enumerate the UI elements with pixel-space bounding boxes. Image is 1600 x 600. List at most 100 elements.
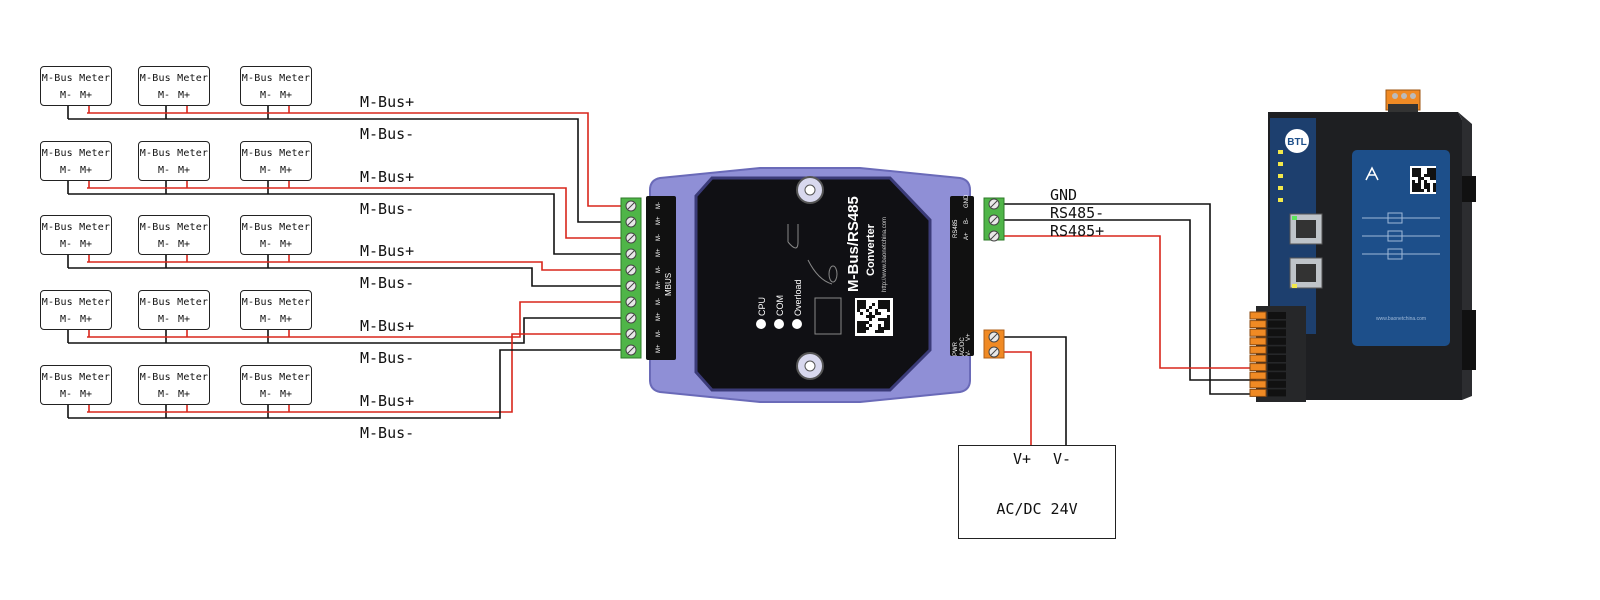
qr-module	[1415, 186, 1418, 189]
meter-minus-pin: M-	[59, 165, 72, 176]
mbus-terminal-label: M+	[656, 344, 662, 353]
qr-module	[1412, 180, 1415, 183]
qr-module	[1415, 189, 1418, 192]
mbus-plus-wire	[87, 187, 624, 239]
screw-slot	[990, 200, 998, 208]
meter-label: M-Bus Meter	[139, 73, 209, 84]
qr-module	[1427, 168, 1430, 171]
mbus-terminal-label: M+	[656, 248, 662, 257]
mbus-plus-label: M-Bus+	[360, 242, 415, 260]
qr-module	[1412, 168, 1415, 171]
mbus-rs485-converter: M-Bus/RS485 Converter http://www.baonetc…	[620, 167, 1005, 403]
gateway-terminal	[1249, 354, 1267, 363]
mbus-terminal-label: M+	[656, 280, 662, 289]
meter-label: M-Bus Meter	[139, 222, 209, 233]
meter-minus-pin: M-	[259, 90, 272, 101]
psu-plus-wire	[1004, 351, 1032, 447]
meter-pins: M-M+	[139, 90, 209, 101]
qr-module	[878, 330, 881, 333]
mbus-minus-label: M-Bus-	[360, 349, 415, 367]
overload-led	[792, 319, 802, 329]
qr-module	[869, 318, 872, 321]
qr-module	[887, 300, 890, 303]
gnd-wire	[1004, 203, 1256, 395]
mbus-plus-wire	[87, 261, 624, 271]
screw-slot	[627, 346, 635, 354]
rs485-label: RS485	[953, 219, 959, 238]
converter-url: http://www.baonetchina.com	[882, 217, 888, 292]
qr-module	[887, 327, 890, 330]
meter-plus-pin: M+	[80, 90, 93, 101]
ethernet-port-1-hole	[1296, 220, 1316, 238]
qr-module	[884, 327, 887, 330]
gateway-rail-clip-top	[1462, 176, 1476, 202]
screw-slot	[990, 232, 998, 240]
meter-label: M-Bus Meter	[241, 148, 311, 159]
qr-module	[863, 300, 866, 303]
meter-plus-pin: M+	[80, 314, 93, 325]
meter-minus-pin: M-	[157, 239, 170, 250]
screw-slot	[627, 234, 635, 242]
gateway-terminal-slot	[1268, 312, 1286, 319]
gateway-terminal-slot	[1268, 346, 1286, 354]
pwr-pin-label: V+	[966, 333, 972, 341]
qr-module	[1418, 180, 1421, 183]
qr-module	[1427, 174, 1430, 177]
status-led	[1278, 174, 1283, 178]
mbus-terminal-label: M+	[656, 312, 662, 321]
probe-icon	[787, 224, 833, 285]
qr-module	[887, 321, 890, 324]
meter-pins: M-M+	[41, 389, 111, 400]
qr-module	[881, 306, 884, 309]
meter-icon	[814, 297, 842, 335]
rs485-signal-label: GND	[1050, 186, 1078, 204]
qr-module	[869, 315, 872, 318]
mbus-minus-wire	[68, 267, 624, 287]
qr-module	[1415, 183, 1418, 186]
meter-pins: M-M+	[241, 314, 311, 325]
qr-module	[860, 330, 863, 333]
qr-module	[878, 312, 881, 315]
mbus-plus-wire	[87, 112, 624, 207]
rs485-signal-label: RS485+	[1050, 222, 1105, 240]
qr-module	[875, 312, 878, 315]
mbus-minus-label: M-Bus-	[360, 200, 415, 218]
qr-module	[1433, 171, 1436, 174]
meter-label: M-Bus Meter	[41, 372, 111, 383]
qr-module	[884, 318, 887, 321]
btl-logo	[1283, 127, 1311, 155]
mbus-minus-label: M-Bus-	[360, 424, 415, 442]
qr-module	[857, 303, 860, 306]
status-led	[1278, 162, 1283, 166]
pwr-label: PWR	[953, 341, 959, 356]
mbus-terminal-label: M+	[656, 216, 662, 225]
gateway-terminal	[1249, 311, 1267, 320]
qr-module	[1427, 171, 1430, 174]
meter-pins: M-M+	[241, 165, 311, 176]
screw-slot	[627, 202, 635, 210]
qr-module	[884, 324, 887, 327]
meter-label: M-Bus Meter	[139, 148, 209, 159]
mbus-plus-label: M-Bus+	[360, 392, 415, 410]
qr-module	[884, 300, 887, 303]
gateway-rail-clip-bottom	[1462, 310, 1476, 370]
meter-plus-pin: M+	[280, 314, 293, 325]
meter-pins: M- M+	[41, 165, 111, 176]
meter-plus-pin: M+	[80, 239, 93, 250]
qr-module	[866, 327, 869, 330]
gateway-panel	[1352, 150, 1450, 346]
meter-pins: M-M+	[241, 239, 311, 250]
coil-icon	[828, 265, 838, 283]
meter-plus-pin: M+	[80, 165, 93, 176]
qr-module	[1421, 177, 1424, 180]
qr-module	[1430, 168, 1433, 171]
qr-module	[1418, 189, 1421, 192]
qr-module	[860, 312, 863, 315]
meter-pins: M-M+	[139, 239, 209, 250]
